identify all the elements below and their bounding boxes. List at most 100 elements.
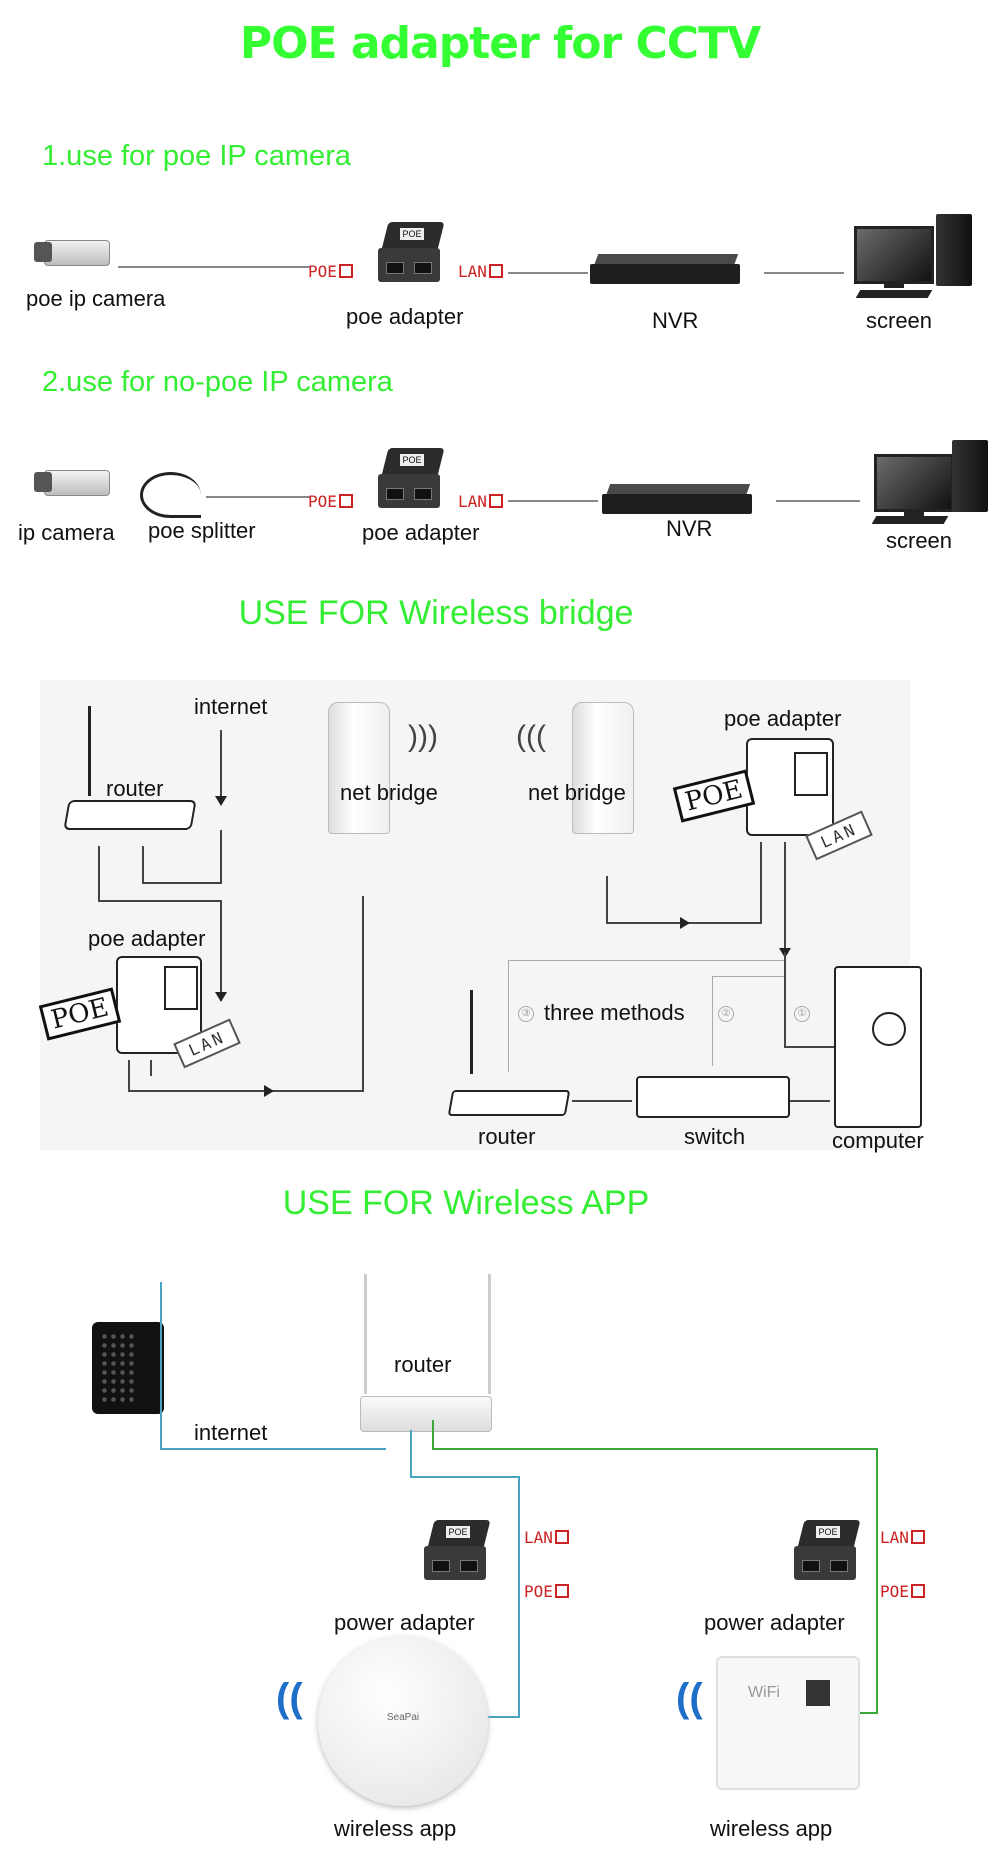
lan-cable [410,1430,412,1478]
poe-cable [482,1716,520,1718]
cable-adapter-to-nvr [508,272,588,274]
switch-label: switch [684,1124,746,1149]
method-3-marker: ③ [518,1006,534,1022]
internet-cable [160,1448,386,1450]
section1-heading: 1.use for poe IP camera [42,140,351,172]
arrow-down [215,796,227,806]
computer-tower-device [834,966,922,1128]
screen-label: screen [886,528,953,553]
router-device [63,800,197,830]
poe-adapter-device: POE [378,448,448,512]
wire [128,1090,364,1092]
wire [98,900,222,902]
computer-fan [872,1012,906,1046]
wire [572,1100,632,1102]
poe-port-tag: POE [524,1582,569,1601]
wire [712,976,713,1066]
router-antenna [470,990,473,1074]
lan-port-tag: LAN [458,492,503,511]
poe-adapter-device: POE [378,222,448,286]
power-adapter-label: power adapter [334,1610,475,1635]
wireless-app-label: wireless app [710,1816,833,1841]
wifi-signal-icon: (( [276,1676,303,1720]
poe-adapter-label: poe adapter [362,520,480,545]
lan-cable [432,1420,434,1450]
internet-cable [160,1282,162,1450]
wire [508,960,786,961]
router-antenna [364,1274,367,1394]
bridge-heading: USE FOR Wireless bridge [238,594,634,632]
section2-heading: 2.use for no-poe IP camera [42,366,393,398]
poe-adapter-label: poe adapter [724,706,842,731]
wire [784,1046,834,1048]
power-adapter-device: POE [794,1520,864,1584]
wireless-router-device [360,1396,492,1432]
wall-access-point: WiFi [716,1656,860,1790]
poe-splitter-label: poe splitter [148,518,256,543]
poe-adapter-label: poe adapter [346,304,464,329]
monitor-device [854,226,934,288]
poe-splitter-device [140,472,201,518]
switch-device [636,1076,790,1118]
wire [98,846,100,902]
modem-device [92,1322,164,1414]
lan-cable [432,1448,878,1450]
cable-nvr-to-screen [776,500,860,502]
cable-adapter-to-nvr [508,500,598,502]
wire [712,976,786,977]
ap-brand-label: SeaPai [386,1712,420,1723]
poe-adapter-label: poe adapter [88,926,206,951]
net-bridge-device [328,702,390,834]
internet-label: internet [194,694,268,719]
internet-line [220,730,222,800]
wifi-signal-icon: (( [676,1676,703,1720]
net-bridge-label: net bridge [528,780,626,805]
cable-nvr-to-screen [764,272,844,274]
wire [784,952,786,1048]
pc-tower [936,214,972,286]
power-outlet [794,752,828,796]
wifi-label: WiFi [748,1684,780,1701]
ethernet-port [806,1680,830,1706]
nvr-label: NVR [652,308,699,333]
wire [142,882,222,884]
lan-cable [518,1476,520,1718]
cable-camera-to-adapter [118,266,310,268]
arrow-right [264,1085,274,1097]
router-device [447,1090,571,1116]
lan-cable [410,1476,520,1478]
ip-camera-label: ip camera [18,520,115,545]
wire [790,1100,830,1102]
router-label: router [394,1352,452,1377]
power-outlet [164,966,198,1010]
ceiling-access-point: SeaPai [318,1636,488,1806]
nvr-device [590,254,740,286]
method-1-marker: ① [794,1006,810,1022]
arrow-down [215,992,227,1002]
wireless-app-label: wireless app [334,1816,457,1841]
lan-port-tag: LAN [458,262,503,281]
wire [142,846,144,882]
router-antenna [488,1274,491,1394]
nvr-device [602,484,752,516]
wire [508,960,509,1072]
pc-tower [952,440,988,512]
monitor-device [874,454,954,516]
wire [150,1060,152,1076]
wire [760,842,762,924]
keyboard [871,516,949,524]
cable-splitter-to-adapter [206,496,310,498]
power-adapter-label: power adapter [704,1610,845,1635]
lan-cable [876,1448,878,1714]
wifi-wave-icon: ((( [516,720,546,753]
poe-port-tag: POE [880,1582,925,1601]
router-label: router [478,1124,536,1149]
net-bridge-label: net bridge [340,780,438,805]
lan-port-tag: LAN [880,1528,925,1547]
wire [128,1060,130,1092]
poe-port-tag: POE [308,492,353,511]
internet-label: internet [194,1420,268,1445]
app-heading: USE FOR Wireless APP [282,1184,650,1222]
router-antenna [88,706,91,796]
wire [362,896,364,1092]
